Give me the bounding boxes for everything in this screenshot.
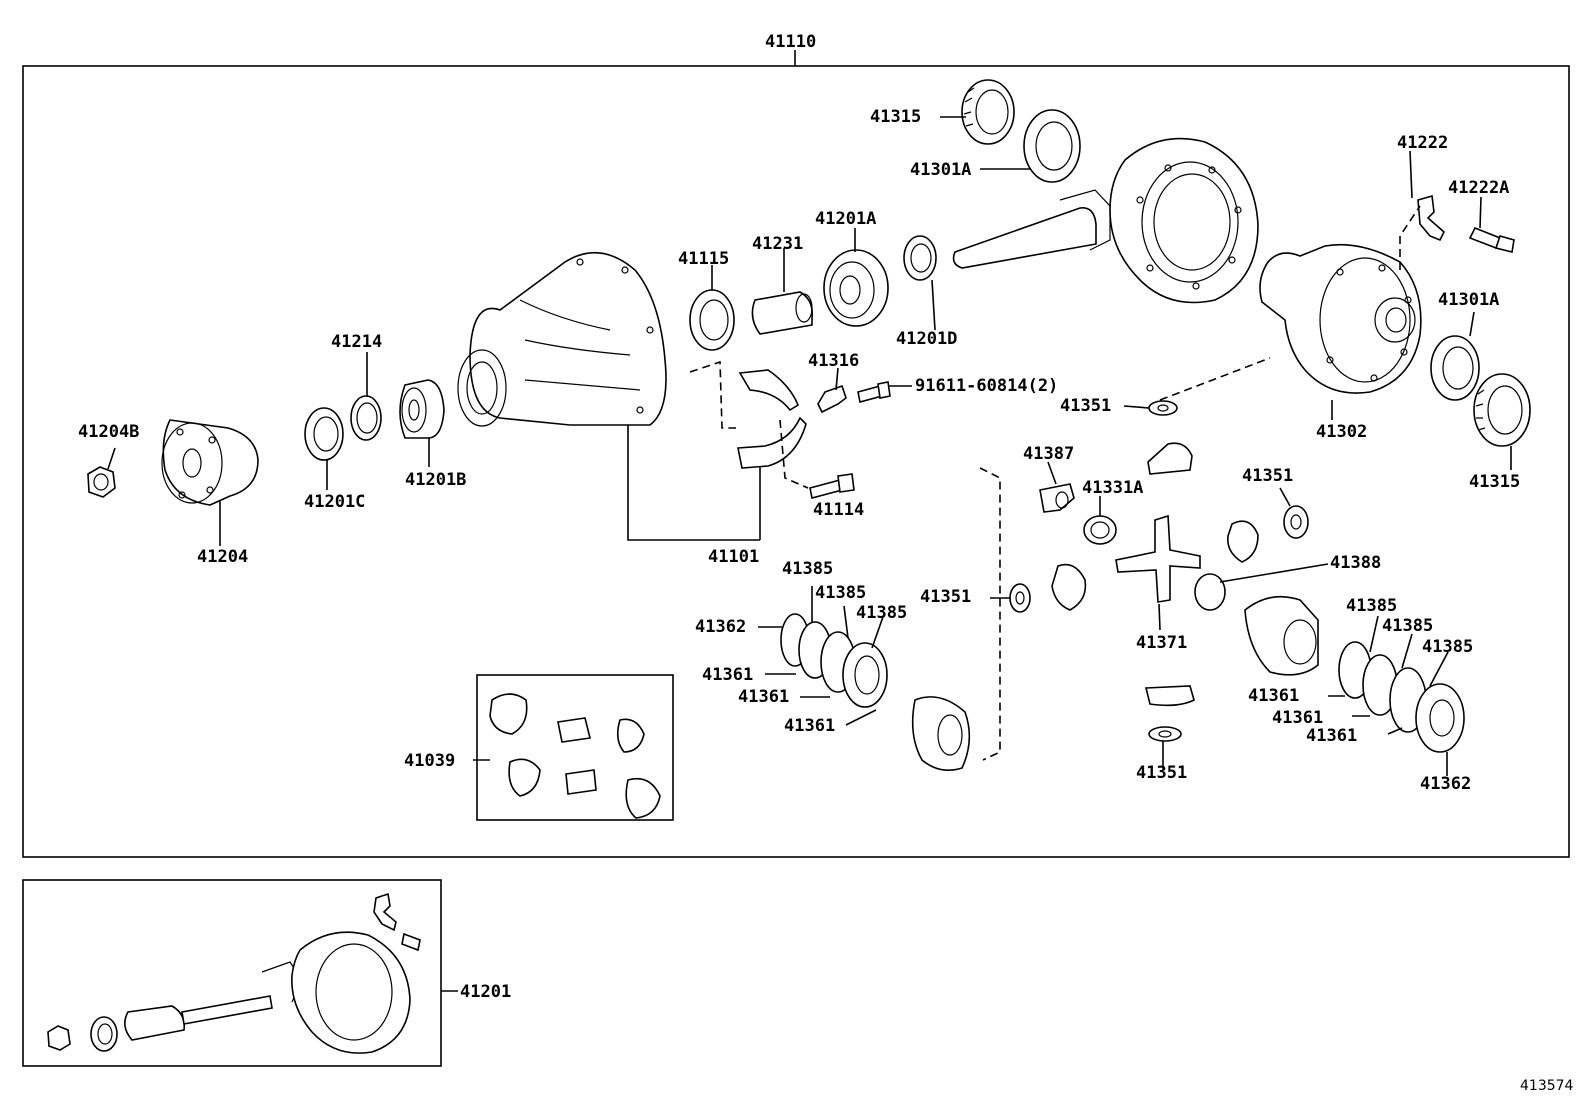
oil-seal-41201c xyxy=(304,407,344,461)
label-41371: 41371 xyxy=(1136,633,1187,653)
label-41385-c: 41385 xyxy=(856,603,907,623)
label-41101: 41101 xyxy=(708,547,759,567)
label-41115: 41115 xyxy=(678,249,729,269)
spring-41331a xyxy=(1083,515,1117,545)
label-41361-b: 41361 xyxy=(738,687,789,707)
differential-case-41302 xyxy=(1259,243,1422,394)
label-41204: 41204 xyxy=(197,547,248,567)
main-assembly-frame xyxy=(22,65,1570,858)
label-41385-d: 41385 xyxy=(1346,596,1397,616)
bearing-cap-lower xyxy=(737,416,807,469)
label-41316: 41316 xyxy=(808,351,859,371)
label-41351-b: 41351 xyxy=(1242,466,1293,486)
label-41362-right: 41362 xyxy=(1420,774,1471,794)
spacer-41231 xyxy=(751,291,814,335)
label-41388: 41388 xyxy=(1330,553,1381,573)
bearing-race-41315-right xyxy=(1473,373,1531,447)
bearing-race-41315-top xyxy=(961,79,1015,145)
label-41301a-top: 41301A xyxy=(910,160,971,180)
pinion-gear-upper xyxy=(1147,442,1193,475)
label-41351-d: 41351 xyxy=(1136,763,1187,783)
label-41222: 41222 xyxy=(1397,133,1448,153)
carrier-housing-41101 xyxy=(457,251,667,427)
label-41361-d: 41361 xyxy=(1248,686,1299,706)
clutch-stack-right xyxy=(1338,641,1465,753)
label-41201a: 41201A xyxy=(815,209,876,229)
label-41385-e: 41385 xyxy=(1382,616,1433,636)
label-41201c: 41201C xyxy=(304,492,365,512)
ring-pinion-kit-41201-drawing xyxy=(47,892,421,1054)
bolt-91611-60814 xyxy=(857,381,891,403)
label-41201d: 41201D xyxy=(896,329,957,349)
label-41331a: 41331A xyxy=(1082,478,1143,498)
label-41361-a: 41361 xyxy=(702,665,753,685)
bearing-41201a xyxy=(823,249,889,327)
clutch-stack-left xyxy=(780,613,888,708)
side-gear-left xyxy=(911,696,971,771)
label-41315-top: 41315 xyxy=(870,107,921,127)
label-41351-c: 41351 xyxy=(920,587,971,607)
thrust-washer-41351-d xyxy=(1148,726,1182,742)
label-41361-f: 41361 xyxy=(1306,726,1357,746)
thrust-washer-41351-b xyxy=(1283,505,1309,539)
label-41201b: 41201B xyxy=(405,470,466,490)
label-41201: 41201 xyxy=(460,982,511,1002)
label-41315-right: 41315 xyxy=(1469,472,1520,492)
bearing-41201b xyxy=(399,379,445,439)
label-41302: 41302 xyxy=(1316,422,1367,442)
leader-lines xyxy=(107,116,1512,992)
lock-plate-41222 xyxy=(1417,194,1445,242)
bearing-cap-upper xyxy=(738,369,799,412)
bolt-41222a xyxy=(1468,226,1515,253)
label-41361-c: 41361 xyxy=(784,716,835,736)
label-41361-e: 41361 xyxy=(1272,708,1323,728)
label-41039: 41039 xyxy=(404,751,455,771)
spacer-41214 xyxy=(350,395,382,441)
pinion-gear-lower xyxy=(1144,685,1195,707)
label-41114: 41114 xyxy=(813,500,864,520)
plate-41387 xyxy=(1039,483,1075,513)
label-41385-f: 41385 xyxy=(1422,637,1473,657)
label-41204b: 41204B xyxy=(78,422,139,442)
side-gear-small-left xyxy=(1051,563,1087,611)
thrust-washer-41351-a xyxy=(1148,400,1178,416)
adjusting-lock-41316 xyxy=(817,384,847,414)
bolt-41114 xyxy=(809,473,855,499)
label-41387: 41387 xyxy=(1023,444,1074,464)
label-41301a-right: 41301A xyxy=(1438,290,1499,310)
label-41110: 41110 xyxy=(765,32,816,52)
label-41385-a: 41385 xyxy=(782,559,833,579)
label-41222a: 41222A xyxy=(1448,178,1509,198)
flange-41204 xyxy=(161,419,259,506)
side-gear-small-right xyxy=(1226,520,1259,563)
washer-41201d xyxy=(903,235,937,281)
label-41231: 41231 xyxy=(752,234,803,254)
ring-pinion-kit-frame xyxy=(22,879,442,1067)
oil-seal-41115 xyxy=(689,289,735,351)
ring-41388 xyxy=(1194,573,1226,611)
label-41385-b: 41385 xyxy=(815,583,866,603)
spider-41371 xyxy=(1115,514,1201,603)
pinion-gear-kit-frame xyxy=(476,674,674,821)
pinion-kit-41039-parts xyxy=(489,693,661,819)
bearing-41301a-top xyxy=(1023,109,1081,183)
label-41214: 41214 xyxy=(331,332,382,352)
figure-id: 413574 xyxy=(1520,1078,1574,1094)
ring-and-pinion-gear xyxy=(952,137,1259,304)
label-91611-60814: 91611-60814(2) xyxy=(915,376,1058,396)
label-41362-left: 41362 xyxy=(695,617,746,637)
bearing-41301a-right xyxy=(1430,335,1480,401)
label-41351-a: 41351 xyxy=(1060,396,1111,416)
side-gear-right xyxy=(1244,595,1319,676)
thrust-washer-41351-c xyxy=(1009,583,1031,613)
nut-41204b xyxy=(87,466,116,498)
